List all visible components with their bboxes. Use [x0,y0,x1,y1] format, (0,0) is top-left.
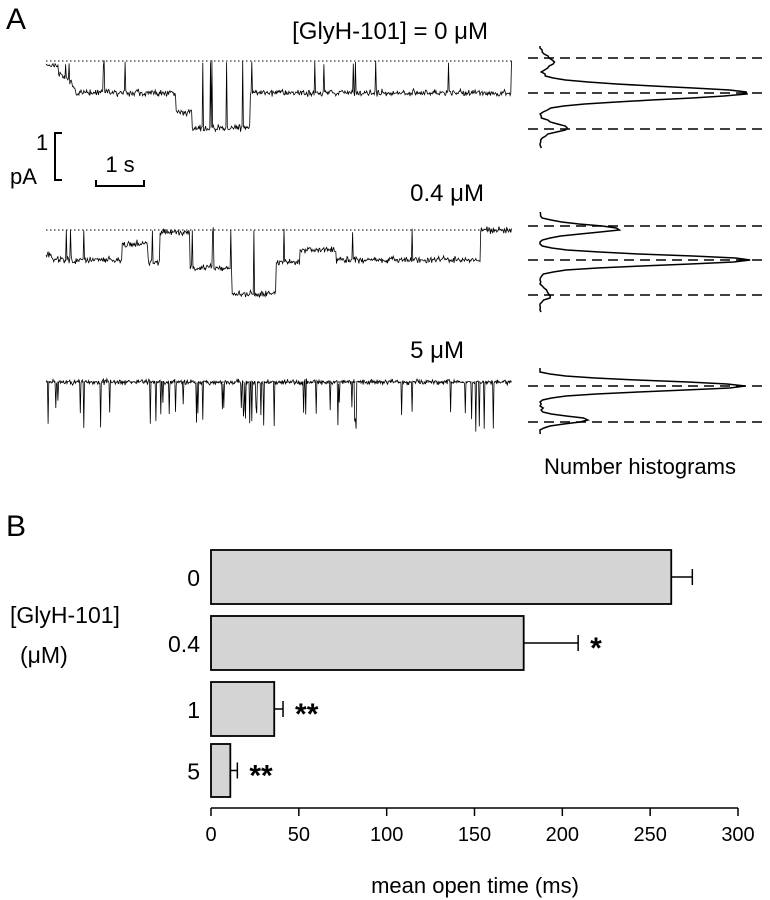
bar-5 [210,743,232,798]
trace-0 [45,60,512,133]
trace-5 [45,377,512,432]
x-tick-label-100: 100 [370,824,403,846]
bar-0.4 [210,615,525,671]
histogram-5 [538,368,746,435]
time-scale-bar [95,180,145,187]
panel-a-letter: A [6,3,26,36]
time-scale-label: 1 s [105,152,134,177]
trace-label-5: 5 μM [410,337,464,364]
x-tick-label-0: 0 [205,824,216,846]
trace-0-4 [45,226,512,298]
panel-b-letter: B [6,510,26,543]
x-axis-label: mean open time (ms) [371,873,579,898]
significance-0.4: * [590,632,602,665]
histogram-0 [539,46,749,149]
y-axis-label-line1: [GlyH-101] [10,602,120,628]
x-tick-label-150: 150 [458,824,491,846]
x-tick-label-300: 300 [721,824,754,846]
significance-1: ** [295,698,319,731]
channel-traces [45,60,512,432]
histogram-0-4 [539,211,751,313]
category-label-0.4: 0.4 [168,631,200,657]
bar-1 [210,681,276,737]
current-scale-bar [54,132,62,181]
category-label-0: 0 [187,565,200,591]
x-tick-label-250: 250 [633,824,666,846]
x-tick-label-50: 50 [288,824,310,846]
current-scale-value: 1 [36,130,48,155]
bar-chart: 0 50 100 150 200 250 300 0 0.4 * 1 ** 5 ** [168,549,755,846]
y-axis-label-line2: (μM) [20,642,68,668]
histogram-label: Number histograms [544,454,736,479]
current-scale-unit: pA [10,164,37,189]
number-histograms [528,46,762,435]
trace-label-0-4: 0.4 μM [410,180,484,207]
bar-0 [210,549,673,605]
x-tick-label-200: 200 [546,824,579,846]
category-label-1: 1 [187,697,200,723]
trace-label-0: [GlyH-101] = 0 μM [292,18,488,45]
significance-5: ** [249,760,273,793]
scale-bar: 1 pA 1 s [10,130,145,189]
category-label-5: 5 [187,759,200,785]
